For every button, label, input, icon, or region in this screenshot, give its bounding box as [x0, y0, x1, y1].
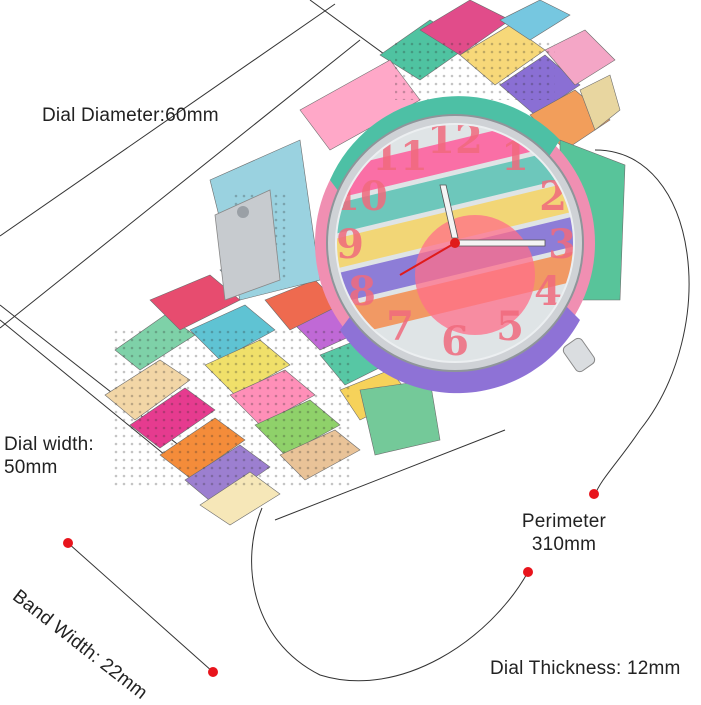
- clasp: [214, 189, 281, 301]
- perimeter-label-line2: 310mm: [531, 534, 597, 555]
- perimeter-label: Perimeter 310mm: [518, 510, 610, 556]
- marker-dot-perimeter: [589, 489, 599, 499]
- numeral-3: 3: [548, 221, 576, 268]
- hour-hand: [439, 184, 459, 239]
- numeral-6: 6: [441, 318, 469, 365]
- second-hand: [399, 242, 456, 276]
- minute-hand: [454, 239, 546, 247]
- dial-width-label: Dial width: 50mm: [4, 433, 94, 479]
- dial-diameter-label: Dial Diameter:60mm: [42, 105, 219, 126]
- marker-dot-band-end: [208, 667, 218, 677]
- watch-hands: [399, 184, 546, 276]
- perimeter-label-line1: Perimeter: [521, 511, 607, 532]
- numeral-9: 9: [336, 221, 364, 268]
- hand-pivot: [450, 238, 460, 248]
- dial-thickness-label: Dial Thickness: 12mm: [490, 658, 681, 679]
- dial-width-label-line2: 50mm: [4, 457, 58, 478]
- marker-dot-band-start: [63, 538, 73, 548]
- numeral-12: 12: [427, 116, 483, 163]
- marker-dots: [63, 489, 599, 677]
- marker-dot-thickness: [523, 567, 533, 577]
- dial-width-label-line1: Dial width:: [4, 434, 94, 455]
- crown: [562, 337, 596, 373]
